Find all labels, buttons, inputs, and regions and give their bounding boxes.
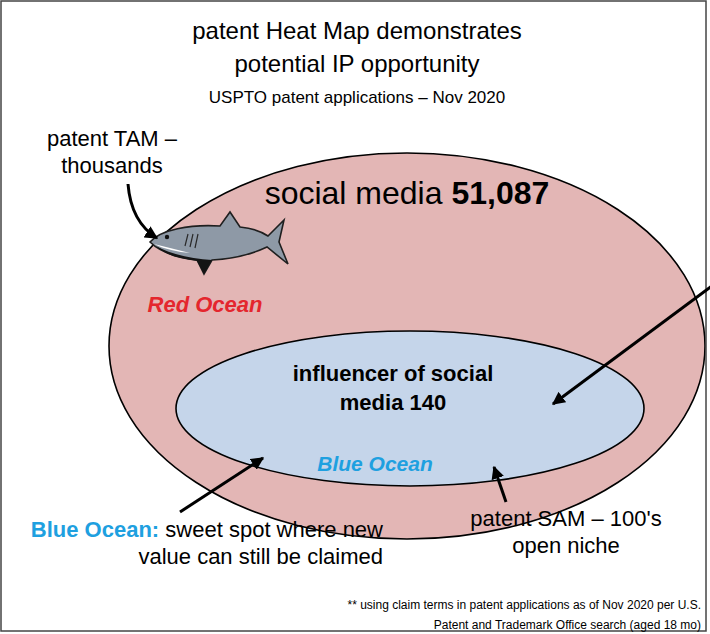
- shark-gills: [185, 234, 198, 248]
- callout-label: patent TAM – thousands: [47, 126, 177, 178]
- label-wrap: ** using claim terms in patent applicati…: [313, 594, 701, 633]
- title-wrap: patent Heat Map demonstrates potential I…: [160, 14, 554, 80]
- niche-ellipse: influencer of social media 140Blue Ocean: [175, 330, 645, 487]
- node-text: social media: [265, 175, 443, 211]
- label-wrap: Blue Ocean:sweet spot where new value ca…: [28, 517, 383, 571]
- node-text: 51,087: [451, 175, 549, 211]
- diagram-title: patent Heat Map demonstrates potential I…: [160, 14, 554, 80]
- ocean-label: Red Ocean: [148, 292, 263, 317]
- label-wrap: patent SAM – 100's open niche: [452, 506, 680, 560]
- shark-eye: [165, 235, 169, 239]
- footnote: ** using claim terms in patent applicati…: [347, 598, 701, 632]
- node-text: influencer of social media 140: [293, 361, 494, 415]
- callout-label: Blue Ocean:: [31, 517, 159, 542]
- ellipse-shape: [176, 331, 644, 486]
- label-wrap: patent TAM – thousands: [12, 126, 212, 180]
- text-row: Blue Ocean: [300, 451, 450, 477]
- label-wrap: USPTO patent applications – Nov 2020: [160, 88, 554, 109]
- callout-label: sweet spot where new value can still be …: [138, 517, 383, 569]
- ocean-label: Blue Ocean: [317, 452, 433, 475]
- callout-label: patent SAM – 100's open niche: [470, 506, 661, 558]
- text-row: Red Ocean: [130, 292, 280, 319]
- text-row: social media51,087: [108, 174, 706, 213]
- subtitle: USPTO patent applications – Nov 2020: [209, 88, 505, 107]
- text-row: influencer of social media 140: [260, 360, 526, 417]
- market-ellipse: social media51,087Red Ocean influencer of…: [108, 152, 706, 540]
- ellipse-shape: [109, 153, 705, 539]
- leader-line: [128, 184, 157, 238]
